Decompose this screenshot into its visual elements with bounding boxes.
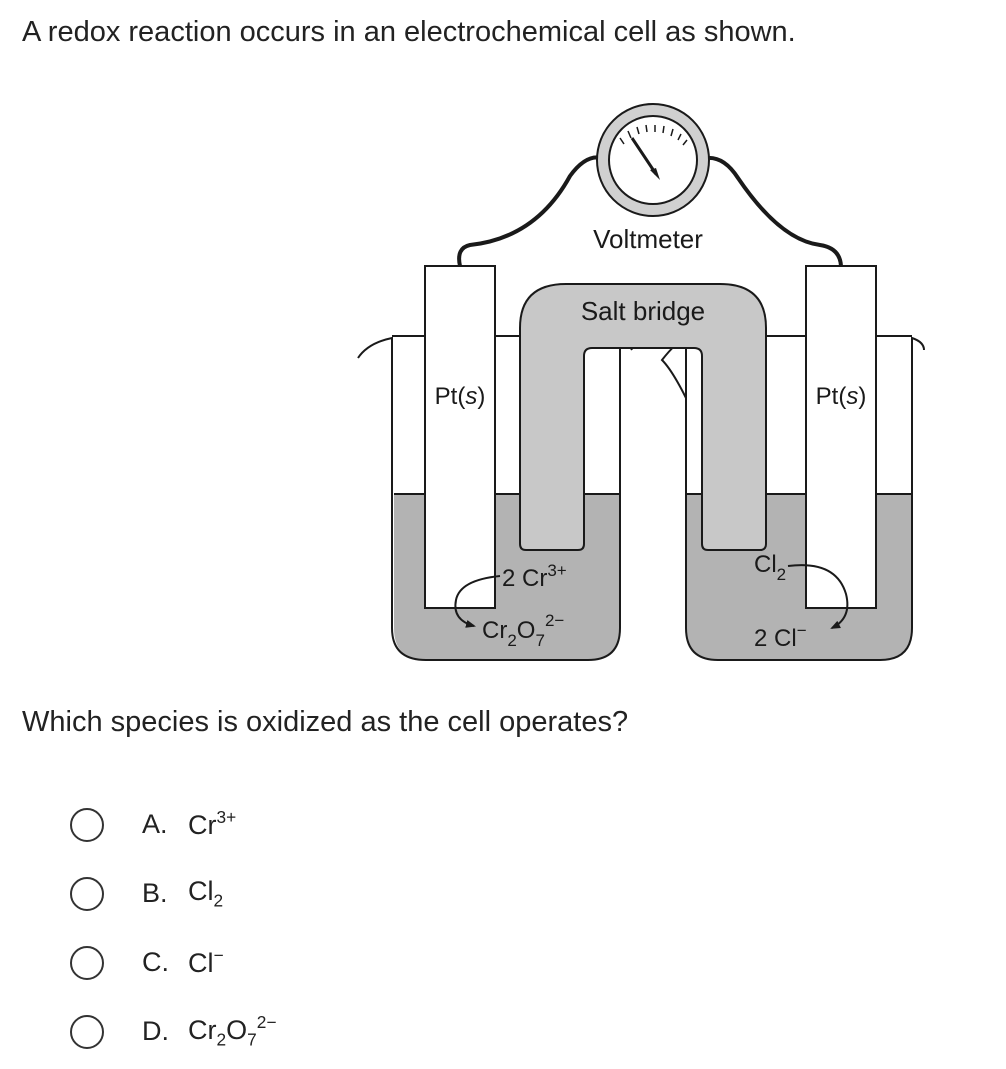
choice-text-b: Cl2 xyxy=(188,875,224,911)
choice-letter-a: A. xyxy=(142,809,168,839)
right-electrode xyxy=(805,265,877,609)
right-electrode-label: Pt(s) xyxy=(816,383,867,410)
radio-button-a[interactable] xyxy=(70,807,104,842)
voltmeter-label: Voltmeter xyxy=(593,224,703,254)
salt-bridge xyxy=(519,283,767,551)
choice-text-c: Cl− xyxy=(188,945,224,978)
question-prompt: Which species is oxidized as the cell op… xyxy=(22,706,629,738)
choice-text-d: Cr2O72− xyxy=(188,1011,277,1050)
voltmeter xyxy=(596,103,710,217)
choice-c[interactable]: C. Cl− xyxy=(70,928,276,997)
question-stem: A redox reaction occurs in an electroche… xyxy=(22,16,796,48)
right-reaction-arrow xyxy=(787,564,849,629)
radio-button-c[interactable] xyxy=(70,945,104,980)
left-electrode xyxy=(424,265,496,609)
left-reaction-arrow xyxy=(454,575,501,628)
answer-choices: A. Cr3+ B. Cl2 C. Cl− D. Cr2O72− xyxy=(70,790,276,1066)
right-reaction-bottom: 2 Cl− xyxy=(754,621,807,652)
choice-letter-c: C. xyxy=(142,947,169,977)
choice-b[interactable]: B. Cl2 xyxy=(70,859,276,928)
left-electrode-label: Pt(s) xyxy=(435,383,486,410)
choice-letter-d: D. xyxy=(142,1016,169,1046)
choice-a[interactable]: A. Cr3+ xyxy=(70,790,276,859)
choice-text-a: Cr3+ xyxy=(188,807,237,840)
choice-letter-b: B. xyxy=(142,878,168,908)
radio-button-b[interactable] xyxy=(70,876,104,911)
salt-bridge-label: Salt bridge xyxy=(581,296,705,326)
electrochemical-cell-diagram: Salt bridge Pt(s) Pt(s) Voltmeter 2 Cr3+… xyxy=(357,103,925,661)
left-wire xyxy=(457,155,603,267)
radio-button-d[interactable] xyxy=(70,1014,104,1049)
right-wire xyxy=(705,155,843,267)
choice-d[interactable]: D. Cr2O72− xyxy=(70,997,276,1066)
